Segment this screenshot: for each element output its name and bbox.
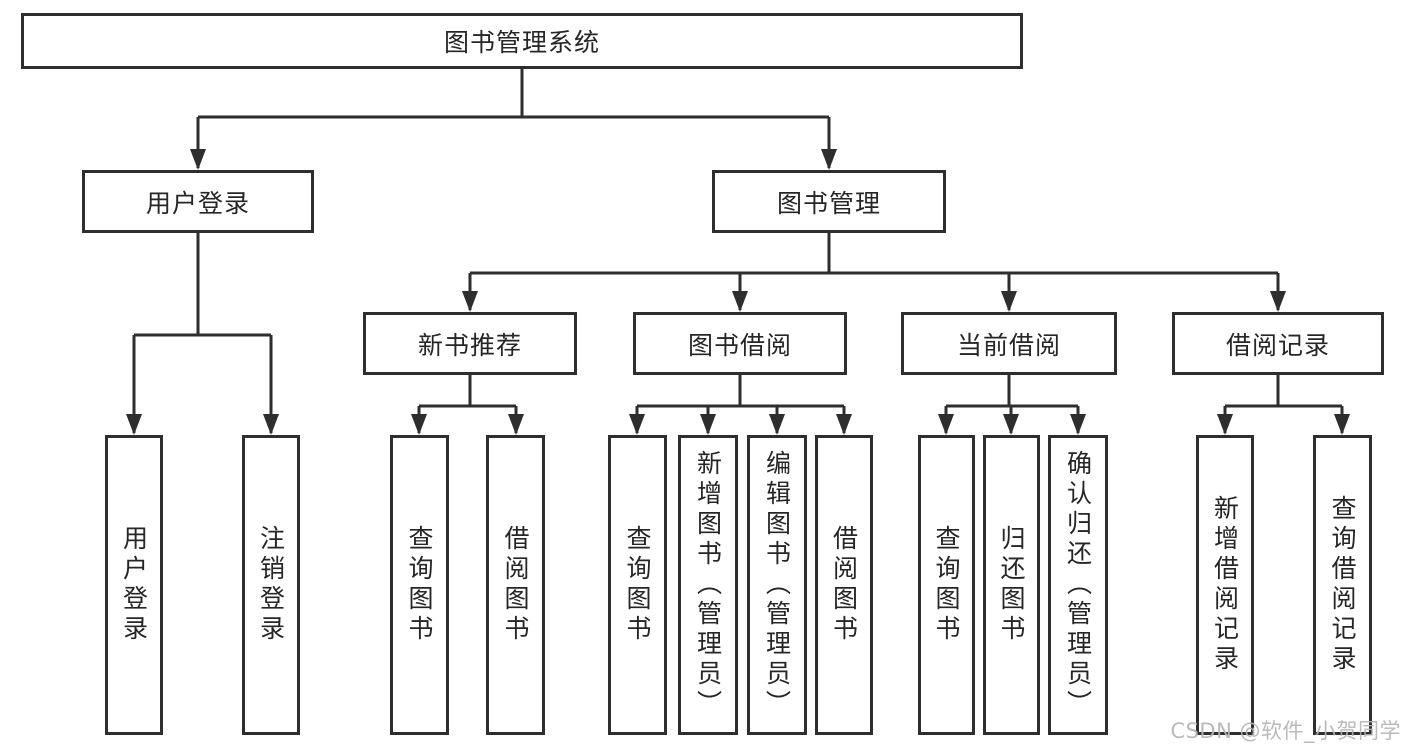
leaf-confirm-return-admin: 确认归还（管理员）	[1048, 435, 1108, 735]
leaf-current-query-books: 查询图书	[918, 435, 975, 735]
leaf-user-login: 用户登录	[105, 435, 163, 735]
node-book-management: 图书管理	[712, 170, 946, 233]
leaf-add-borrow-record: 新增借阅记录	[1196, 435, 1254, 735]
node-root: 图书管理系统	[21, 13, 1023, 69]
leaf-recommend-query-books: 查询图书	[390, 435, 449, 735]
leaf-return-book: 归还图书	[983, 435, 1040, 735]
leaf-borrow-query-books: 查询图书	[608, 435, 667, 735]
leaf-query-borrow-record: 查询借阅记录	[1313, 435, 1372, 735]
leaf-borrow-books: 借阅图书	[815, 435, 873, 735]
leaf-logout: 注销登录	[242, 435, 300, 735]
leaf-edit-book-admin: 编辑图书（管理员）	[747, 435, 807, 735]
node-user-login: 用户登录	[82, 170, 314, 233]
node-book-borrow: 图书借阅	[633, 312, 847, 375]
watermark: CSDN @软件_小贺同学	[1170, 719, 1401, 743]
node-borrow-records: 借阅记录	[1172, 312, 1384, 375]
leaf-recommend-borrow-books: 借阅图书	[486, 435, 545, 735]
node-current-borrow: 当前借阅	[901, 312, 1117, 375]
node-new-book-recommend: 新书推荐	[363, 312, 577, 375]
leaf-add-book-admin: 新增图书（管理员）	[678, 435, 738, 735]
